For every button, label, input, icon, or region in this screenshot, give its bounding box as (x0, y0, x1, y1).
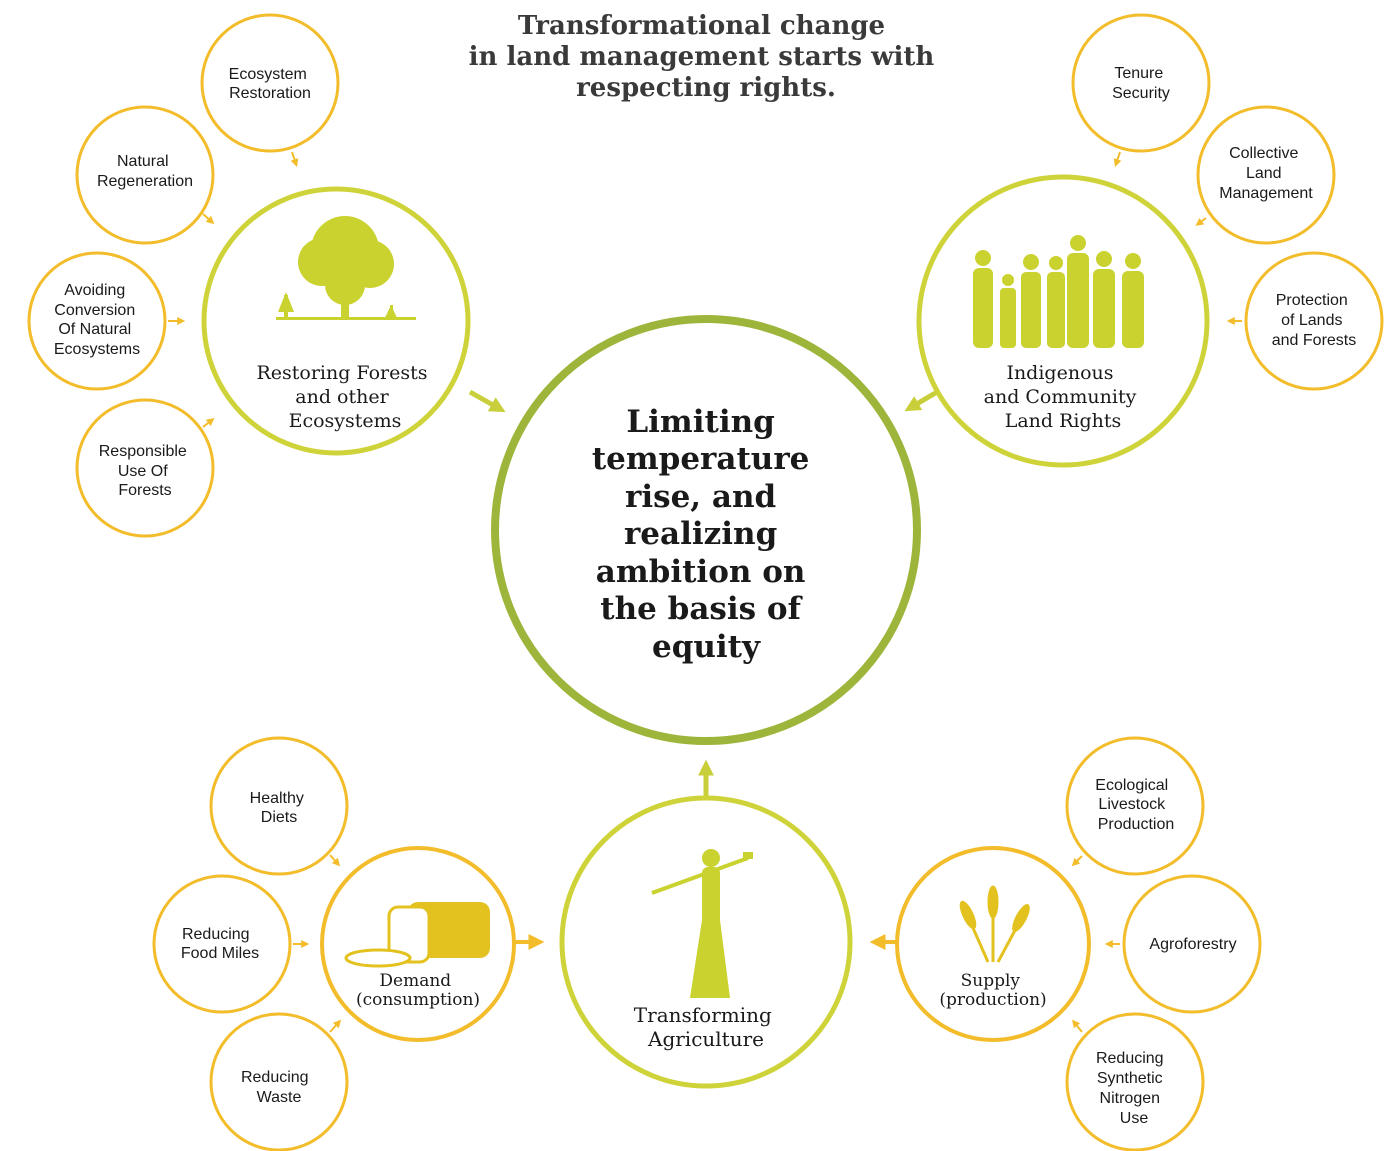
hub-supply: Supply (production) (895, 846, 1091, 1042)
center-goal: Limiting temperature rise, and realizing… (491, 315, 921, 745)
svg-text:Restoring Forests and ot: Restoring Forests and other Ecosystems (256, 362, 433, 432)
satellite-ecological-livestock: Ecological Livestock Production (1065, 736, 1205, 876)
svg-text:Agroforestry: Agroforestry (1149, 936, 1236, 953)
satellite-natural-regeneration: Natural Regeneration (75, 105, 215, 245)
satellite-arrows (168, 151, 1242, 1033)
satellite-protection-lands: Protection of Lands and Forests (1244, 251, 1384, 391)
svg-text:Responsible Use Of: Responsible Use Of Forests (99, 443, 192, 499)
satellite-avoiding-conversion: Avoiding Conversion Of Natural Ecosystem… (27, 251, 167, 391)
satellite-collective-land: Collective Land Management (1196, 105, 1336, 245)
satellite-tenure-security: Tenure Security (1071, 13, 1211, 153)
hub-transforming-agriculture: Transforming Agriculture (559, 795, 853, 1089)
page-title: Transformational change in land manageme… (469, 11, 944, 103)
satellite-ecosystem-restoration: Ecosystem Restoration (200, 13, 340, 153)
arrow-forests-to-center (468, 389, 506, 413)
wheat-icon (959, 885, 1030, 963)
svg-text:Reducing Synthetic: Reducing Synthetic Nitrogen Use (1096, 1050, 1168, 1127)
arrow-rights-to-center (904, 389, 939, 412)
satellite-reducing-nitrogen: Reducing Synthetic Nitrogen Use (1065, 1012, 1205, 1151)
farmer-icon (651, 849, 753, 998)
satellite-agroforestry: Agroforestry (1122, 874, 1262, 1014)
svg-text:Ecosystem Restoration: Ecosystem Restoration (229, 66, 312, 102)
bread-icon (344, 902, 490, 968)
people-icon (973, 235, 1144, 348)
svg-text:Avoiding Conversion: Avoiding Conversion Of Natural Ecosystem… (54, 282, 140, 358)
satellite-healthy-diets: Healthy Diets (209, 736, 349, 876)
svg-text:Tenure Security: Tenure Security (1112, 65, 1170, 102)
hub-demand: Demand (consumption) (320, 846, 516, 1042)
satellite-reducing-food-miles: Reducing Food Miles (152, 874, 292, 1014)
satellite-responsible-use: Responsible Use Of Forests (75, 398, 215, 538)
svg-text:Reducing Food Miles: Reducing Food Miles (181, 926, 259, 962)
svg-text:Transforming Agriculture: Transforming Agriculture (634, 1003, 778, 1051)
svg-text:Natural Regeneration: Natural Regeneration (97, 153, 193, 190)
svg-text:Limiting temperature: Limiting temperature rise, and realizing… (592, 404, 820, 665)
hub-restoring-forests: Restoring Forests and other Ecosystems (201, 186, 471, 456)
svg-text:Demand (consumption): Demand (consumption) (356, 971, 480, 1010)
svg-text:Healthy Diets: Healthy Diets (250, 790, 309, 826)
svg-text:Indigenous and Community: Indigenous and Community Land Rights (984, 362, 1143, 432)
svg-text:Collective Land Ma: Collective Land Management (1219, 145, 1313, 202)
svg-text:Protection of Lands: Protection of Lands and Forests (1272, 292, 1356, 349)
svg-text:Reducing Waste: Reducing Waste (241, 1069, 313, 1106)
hub-land-rights: Indigenous and Community Land Rights (916, 174, 1210, 468)
tree-icon (276, 216, 416, 320)
svg-text:Ecological Livestock: Ecological Livestock Production (1095, 777, 1174, 833)
svg-text:Supply (production): Supply (production) (939, 971, 1046, 1010)
satellite-reducing-waste: Reducing Waste (209, 1012, 349, 1151)
